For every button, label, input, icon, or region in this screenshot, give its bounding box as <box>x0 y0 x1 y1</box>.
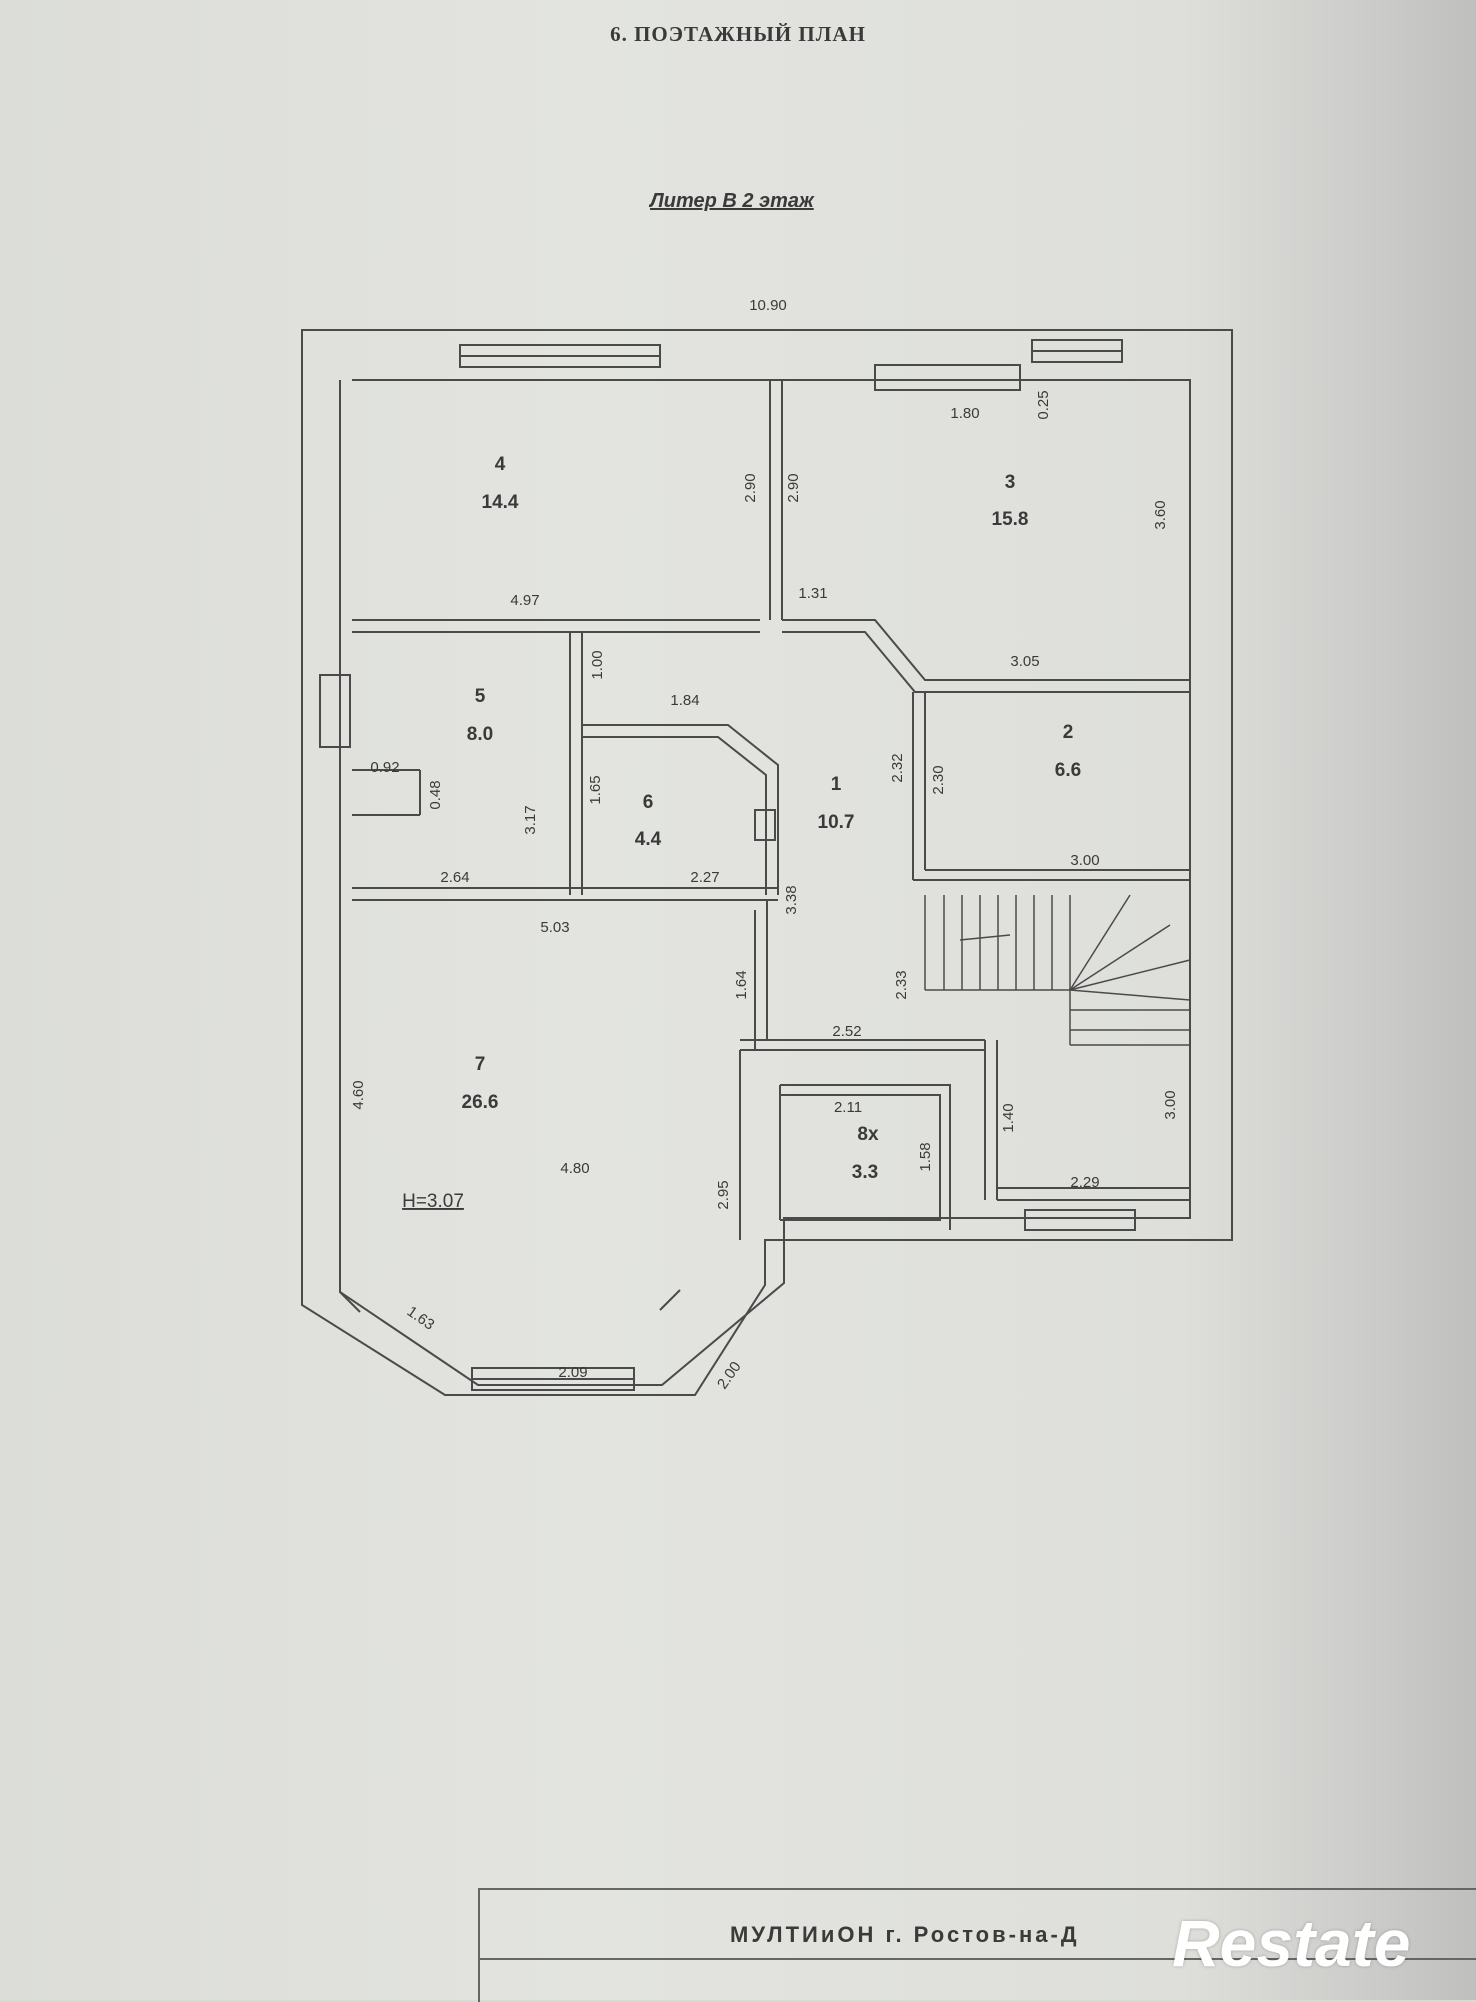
dim-2-52: 2.52 <box>832 1023 861 1040</box>
room-5-number: 5 <box>475 686 486 707</box>
room-6-number: 6 <box>643 792 654 813</box>
dim-2-29: 2.29 <box>1070 1174 1099 1191</box>
room-4-number: 4 <box>495 454 506 475</box>
room-2-number: 2 <box>1063 722 1074 743</box>
room-4-area: 14.4 <box>482 492 519 513</box>
dim-2-11: 2.11 <box>834 1099 862 1116</box>
dim-3-00-b: 3.00 <box>1162 1090 1179 1119</box>
dim-3-38: 3.38 <box>783 885 800 914</box>
dim-0-92: 0.92 <box>370 759 399 776</box>
dim-3-00-a: 3.00 <box>1070 852 1099 869</box>
dim-5-03: 5.03 <box>540 919 569 936</box>
dim-1-84: 1.84 <box>670 692 699 709</box>
dim-2-90-b: 2.90 <box>785 473 802 502</box>
room-5-area: 8.0 <box>467 724 493 745</box>
dim-1-00: 1.00 <box>589 650 606 679</box>
document-title: 6. ПОЭТАЖНЫЙ ПЛАН <box>610 22 866 46</box>
title-block <box>478 1888 1476 2002</box>
dim-1-58: 1.58 <box>917 1142 934 1171</box>
dim-2-00: 2.00 <box>714 1359 745 1393</box>
room-3-area: 15.8 <box>992 509 1029 530</box>
window-stair <box>1024 1209 1136 1231</box>
dim-1-63: 1.63 <box>404 1303 438 1334</box>
dim-1-40: 1.40 <box>1000 1103 1017 1132</box>
dim-2-27: 2.27 <box>690 869 719 886</box>
room-2-area: 6.6 <box>1055 760 1081 781</box>
dim-3-17: 3.17 <box>522 805 539 834</box>
dim-2-90-a: 2.90 <box>742 473 759 502</box>
dim-2-33: 2.33 <box>893 970 910 999</box>
ceiling-height: Н=3.07 <box>402 1191 464 1212</box>
radiator-room-3 <box>874 364 1021 391</box>
dim-1-64: 1.64 <box>733 970 750 999</box>
door-left <box>319 674 351 748</box>
dim-1-31: 1.31 <box>798 585 827 602</box>
dim-2-64: 2.64 <box>440 869 469 886</box>
staircase <box>924 894 1191 1046</box>
dim-2-32: 2.32 <box>889 753 906 782</box>
room-8-area: 3.3 <box>852 1162 878 1183</box>
watermark-logo: Restate <box>1172 1906 1411 1980</box>
room-3-number: 3 <box>1005 472 1016 493</box>
dim-2-30: 2.30 <box>930 765 947 794</box>
chimney <box>754 809 776 841</box>
room-7-number: 7 <box>475 1054 486 1075</box>
dim-0-48: 0.48 <box>427 780 444 809</box>
plan-title: Литер В 2 этаж <box>650 190 814 212</box>
room-1-number: 1 <box>831 774 842 795</box>
dim-0-25: 0.25 <box>1035 390 1052 419</box>
dim-4-97: 4.97 <box>510 592 539 609</box>
plan-walls <box>301 329 1233 1396</box>
dim-3-60: 3.60 <box>1152 500 1169 529</box>
room-1-area: 10.7 <box>818 812 855 833</box>
room-8-number: 8х <box>857 1124 879 1145</box>
title-block-divider <box>478 1958 1476 1960</box>
dim-3-05: 3.05 <box>1010 653 1039 670</box>
dim-4-60: 4.60 <box>350 1080 367 1109</box>
dim-2-95: 2.95 <box>715 1180 732 1209</box>
title-block-text: МУЛТИиОН г. Ростов-на-Д <box>730 1922 1080 1947</box>
dim-1-65: 1.65 <box>587 775 604 804</box>
room-7-area: 26.6 <box>462 1092 499 1113</box>
room-6-area: 4.4 <box>635 829 662 850</box>
dim-2-09: 2.09 <box>558 1364 587 1381</box>
dim-1-80: 1.80 <box>950 405 979 422</box>
dim-overall-width: 10.90 <box>749 297 787 314</box>
dim-4-80: 4.80 <box>560 1160 589 1177</box>
